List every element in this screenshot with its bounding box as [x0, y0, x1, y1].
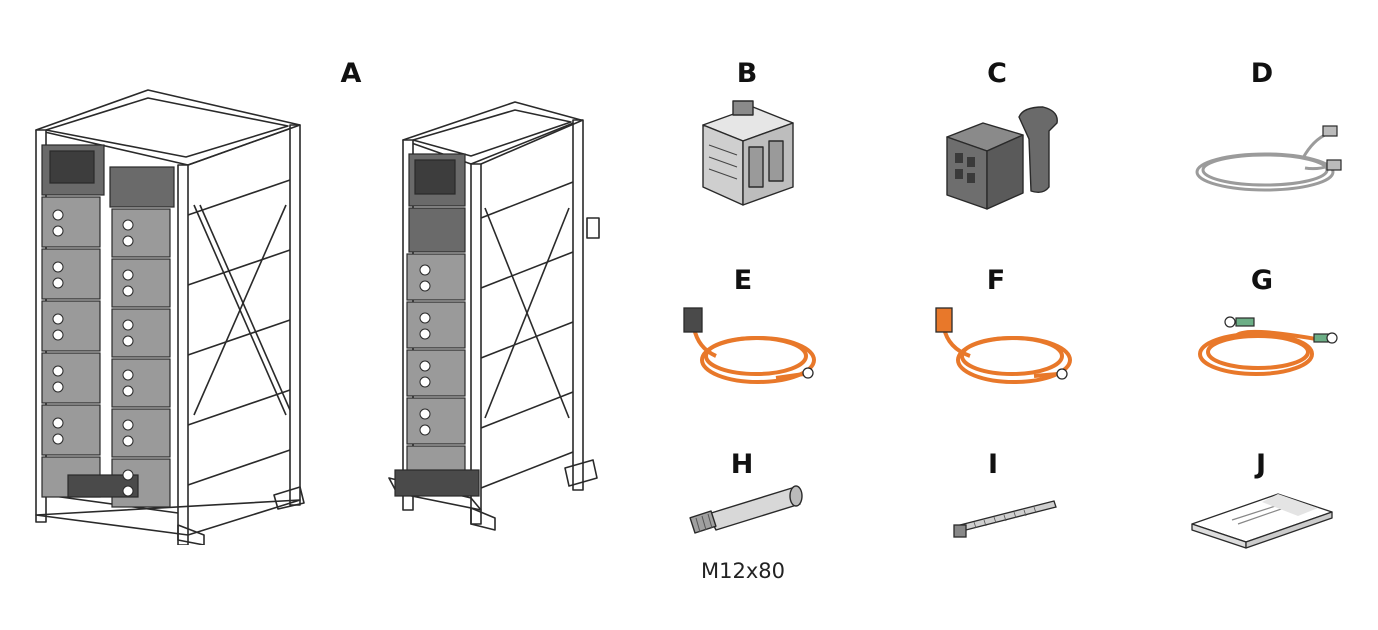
cable-tie-icon [953, 500, 1057, 538]
anchor-bolt-icon [689, 485, 803, 534]
label-c: C [987, 58, 1007, 89]
label-e: E [733, 265, 753, 296]
documentation-icon [1191, 493, 1333, 549]
cable-seal-icon [946, 106, 1058, 210]
network-cable-icon [1195, 125, 1342, 192]
label-f: F [986, 265, 1006, 296]
terminal-block-icon [702, 100, 794, 206]
label-a: A [340, 58, 362, 89]
battery-rack-single-icon [388, 101, 600, 531]
label-b: B [736, 58, 758, 89]
dc-cable-plus-icon [683, 307, 816, 384]
label-g: G [1250, 265, 1274, 296]
dc-cable-minus-icon [935, 307, 1072, 384]
battery-rack-double-icon [35, 89, 305, 545]
grounding-cable-icon [1198, 316, 1338, 376]
anchor-spec-label: M12x80 [701, 559, 785, 583]
label-d: D [1250, 58, 1274, 89]
label-j: J [1255, 449, 1267, 480]
label-i: I [987, 449, 999, 480]
label-h: H [730, 449, 754, 480]
